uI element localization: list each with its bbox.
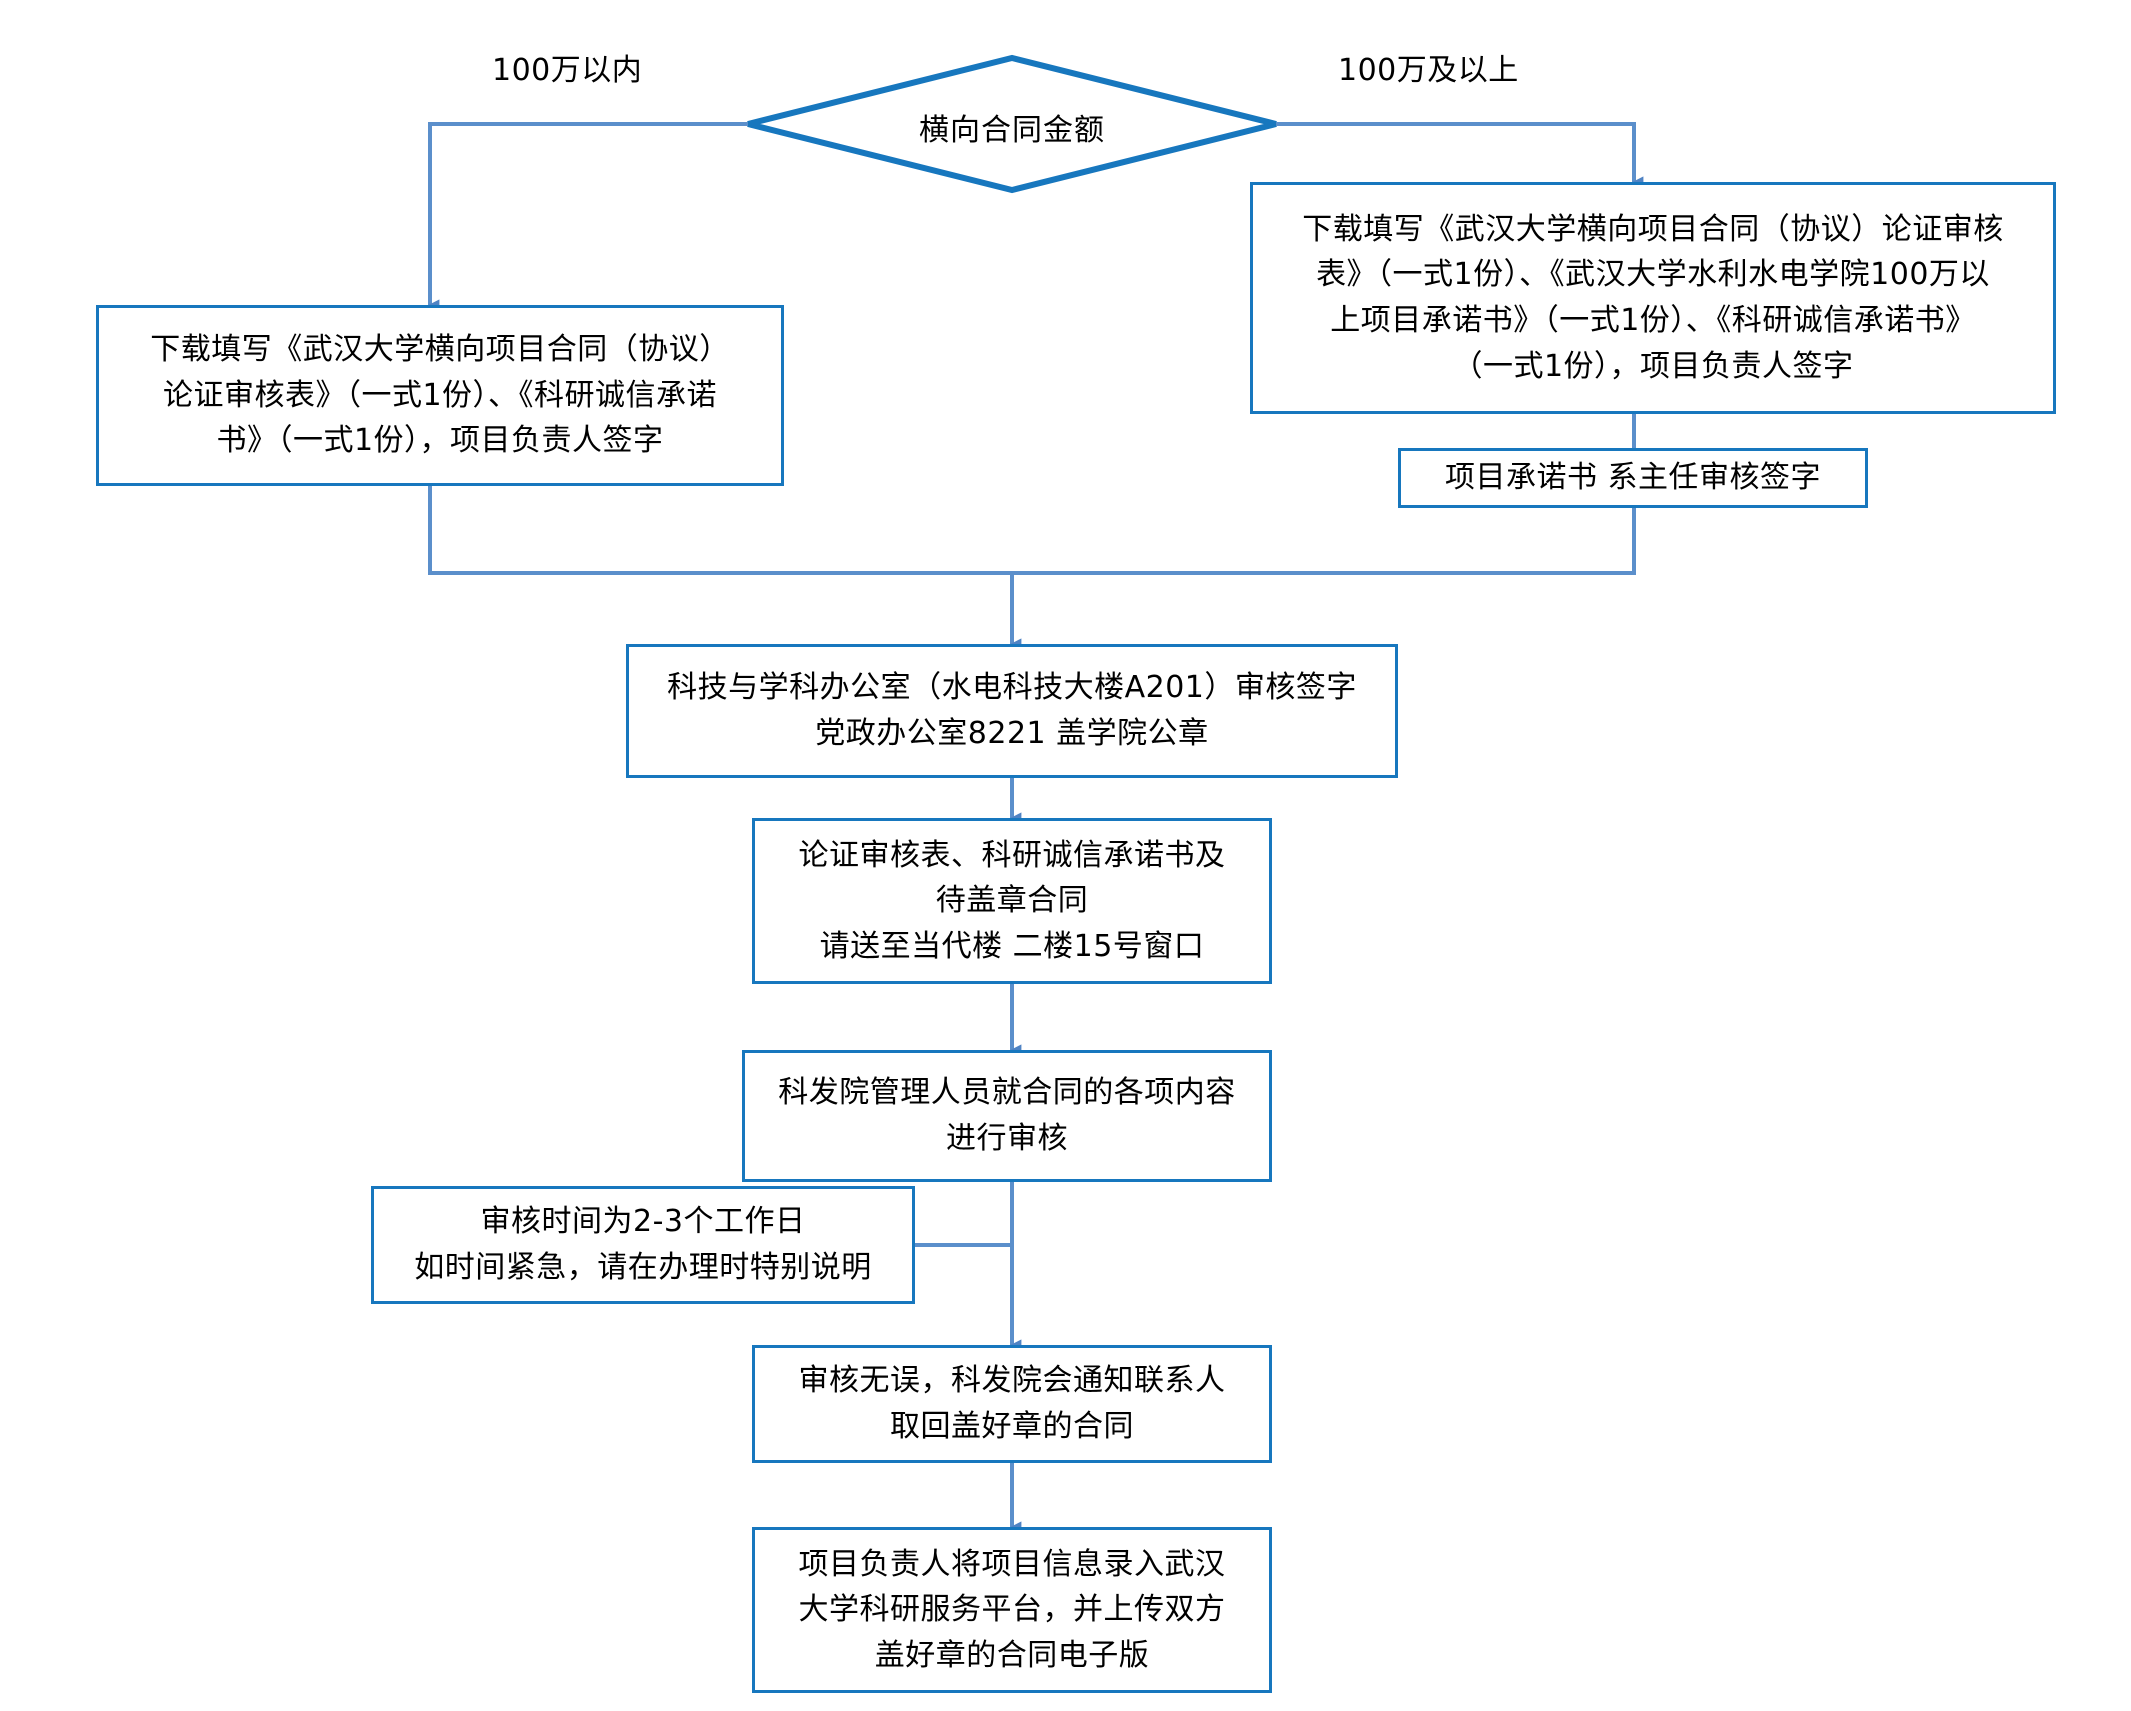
node-upload-platform[interactable]: 项目负责人将项目信息录入武汉 大学科研服务平台，并上传双方 盖好章的合同电子版 — [752, 1527, 1272, 1693]
node-office-review[interactable]: 科技与学科办公室（水电科技大楼A201）审核签字 党政办公室8221 盖学院公章 — [626, 644, 1398, 778]
connector-left-docs-to-merge — [428, 486, 1012, 575]
connector-decision-to-left — [428, 122, 748, 311]
edge-label-left: 100万以内 — [492, 53, 643, 88]
node-notify-contact[interactable]: 审核无误，科发院会通知联系人 取回盖好章的合同 — [752, 1345, 1272, 1463]
connector-decision-to-right — [1276, 122, 1644, 188]
node-kefayuan-review[interactable]: 科发院管理人员就合同的各项内容 进行审核 — [742, 1050, 1272, 1182]
node-right-branch-docs[interactable]: 下载填写《武汉大学横向项目合同（协议）论证审核 表》（一式1份）、《武汉大学水利… — [1250, 182, 2056, 414]
node-dept-head-sign[interactable]: 项目承诺书 系主任审核签字 — [1398, 448, 1868, 508]
decision-diamond-label: 横向合同金额 — [919, 113, 1105, 148]
edge-label-right: 100万及以上 — [1338, 53, 1519, 88]
node-submit-window[interactable]: 论证审核表、科研诚信承诺书及 待盖章合同 请送至当代楼 二楼15号窗口 — [752, 818, 1272, 984]
node-review-time-note[interactable]: 审核时间为2-3个工作日 如时间紧急，请在办理时特别说明 — [371, 1186, 915, 1304]
connector-dept-head-to-merge — [1012, 508, 1636, 575]
node-left-branch-docs[interactable]: 下载填写《武汉大学横向项目合同（协议） 论证审核表》（一式1份）、《科研诚信承诺… — [96, 305, 784, 486]
